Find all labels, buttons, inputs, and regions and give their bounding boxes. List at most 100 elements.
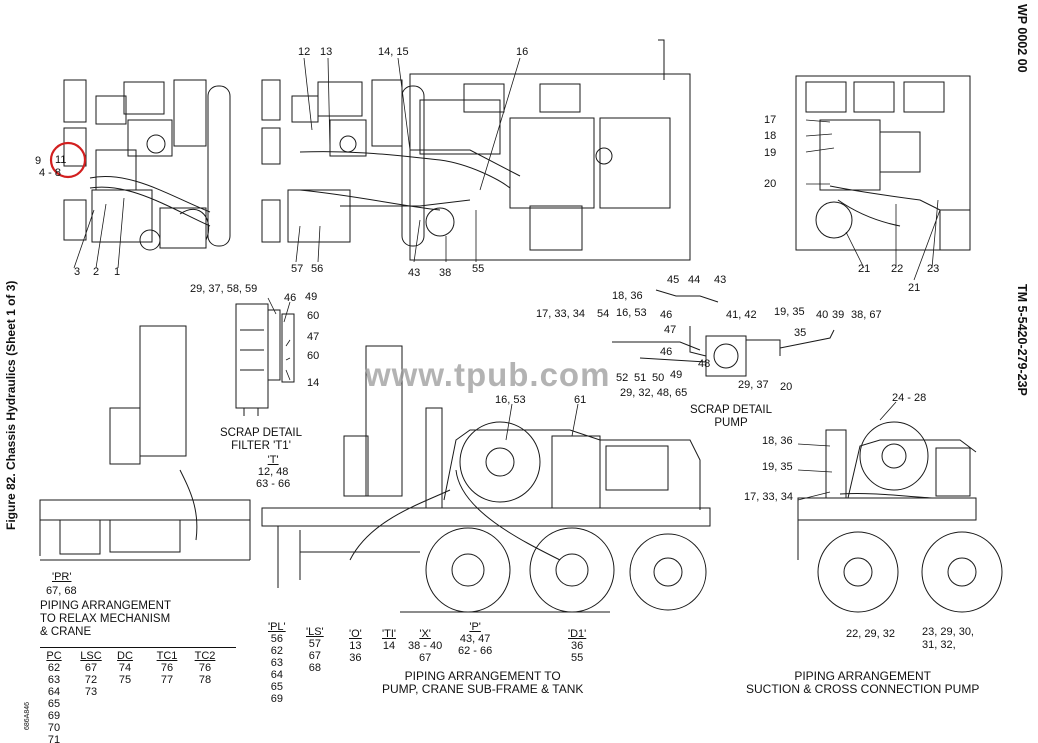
callout-21: 21 bbox=[858, 263, 871, 275]
callout-45: 45 bbox=[667, 274, 680, 286]
code-value: 36 bbox=[571, 640, 584, 652]
callout-20b: 20 bbox=[780, 381, 793, 393]
ref-line: 23, 29, 30, bbox=[922, 626, 974, 638]
relax-caption: PIPING ARRANGEMENT TO RELAX MECHANISM & … bbox=[40, 600, 171, 639]
code-value: 43, 47 bbox=[459, 633, 491, 645]
col-value: 73 bbox=[84, 686, 98, 698]
code-header: 'O' bbox=[349, 628, 362, 640]
callout-48: 48 bbox=[698, 358, 711, 370]
caption-line: FILTER 'T1' bbox=[231, 440, 291, 452]
col-value: 64 bbox=[47, 686, 61, 698]
ref-line: 31, 32, bbox=[922, 639, 956, 651]
code-value: 62 bbox=[270, 645, 283, 657]
callout-17: 17 bbox=[764, 114, 777, 126]
callout-46: 46 bbox=[284, 292, 297, 304]
callout-17-33-34b: 17, 33, 34 bbox=[744, 491, 793, 503]
caption-line: PIPING ARRANGEMENT bbox=[794, 669, 932, 683]
col-value: 65 bbox=[47, 698, 61, 710]
callout-29-37-58-59: 29, 37, 58, 59 bbox=[190, 283, 258, 295]
callout-47b: 47 bbox=[664, 324, 677, 336]
code-value: 55 bbox=[571, 652, 584, 664]
callout-3: 3 bbox=[74, 266, 81, 278]
highlight-circle bbox=[49, 141, 87, 179]
scrap-pump-caption: SCRAP DETAIL PUMP bbox=[690, 404, 772, 430]
filter-ref: 63 - 66 bbox=[256, 478, 291, 490]
code-value: 56 bbox=[270, 633, 283, 645]
callout-21b: 21 bbox=[908, 282, 921, 294]
col-value: 74 bbox=[118, 662, 132, 674]
code-value: 36 bbox=[349, 652, 362, 664]
callout-35: 35 bbox=[794, 327, 807, 339]
relax-col-dc: DC 74 75 bbox=[114, 650, 136, 686]
callout-14-15: 14, 15 bbox=[378, 46, 409, 58]
col-value: 67 bbox=[84, 662, 98, 674]
callout-18-36: 18, 36 bbox=[612, 290, 643, 302]
relax-col-lsc: LSC 67 72 73 bbox=[76, 650, 106, 698]
callout-16-53b: 16, 53 bbox=[495, 394, 526, 406]
callout-52: 52 bbox=[616, 372, 629, 384]
scrap-filter-caption: SCRAP DETAIL FILTER 'T1' bbox=[220, 427, 302, 453]
callout-24-28: 24 - 28 bbox=[892, 392, 927, 404]
pump-crane-view bbox=[261, 345, 711, 613]
caption-line: PIPING ARRANGEMENT bbox=[40, 600, 171, 612]
callout-51: 51 bbox=[634, 372, 647, 384]
caption-line: SCRAP DETAIL bbox=[220, 427, 303, 439]
col-header: TC2 bbox=[194, 650, 216, 662]
col-value: 70 bbox=[47, 722, 61, 734]
top-right-view bbox=[795, 75, 971, 251]
code-header: 'P' bbox=[469, 621, 481, 633]
code-value: 67 bbox=[308, 650, 321, 662]
code-ls: 'LS' 57 67 68 bbox=[306, 626, 324, 674]
callout-41-42: 41, 42 bbox=[726, 309, 757, 321]
callout-12: 12 bbox=[298, 46, 311, 58]
pump-crane-caption: PIPING ARRANGEMENT TO PUMP, CRANE SUB-FR… bbox=[382, 670, 583, 696]
figure-title: Figure 82. Chassis Hydraulics (Sheet 1 o… bbox=[4, 280, 18, 530]
callout-29-32-48-65: 29, 32, 48, 65 bbox=[620, 387, 688, 399]
callout-46b: 46 bbox=[660, 309, 673, 321]
work-package-label: WP 0002 00 bbox=[1015, 4, 1029, 73]
caption-line: TO RELAX MECHANISM bbox=[40, 613, 171, 625]
callout-43b: 43 bbox=[714, 274, 727, 286]
col-value: 77 bbox=[160, 674, 174, 686]
code-value: 14 bbox=[382, 640, 396, 652]
callout-60: 60 bbox=[307, 310, 320, 322]
filter-code: 'T' bbox=[267, 454, 279, 466]
callout-20: 20 bbox=[764, 178, 777, 190]
top-left-view bbox=[63, 79, 231, 251]
callout-23: 23 bbox=[927, 263, 940, 275]
col-value: 76 bbox=[198, 662, 212, 674]
scrap-pump-drawing bbox=[612, 289, 835, 377]
code-value: 64 bbox=[270, 669, 283, 681]
scrap-filter-drawing bbox=[235, 303, 295, 416]
callout-13: 13 bbox=[320, 46, 333, 58]
code-ti: 'TI' 14 bbox=[382, 628, 396, 652]
col-value: 72 bbox=[84, 674, 98, 686]
callout-2: 2 bbox=[93, 266, 100, 278]
caption-line: & CRANE bbox=[40, 626, 92, 638]
code-header: 'D1' bbox=[568, 628, 587, 640]
callout-50: 50 bbox=[652, 372, 665, 384]
code-header: 'PL' bbox=[268, 621, 286, 633]
callout-38-67: 38, 67 bbox=[851, 309, 882, 321]
leader-lines bbox=[73, 57, 941, 501]
callout-49: 49 bbox=[305, 291, 318, 303]
code-value: 62 - 66 bbox=[458, 645, 493, 657]
callout-60b: 60 bbox=[307, 350, 320, 362]
code-value: 69 bbox=[270, 693, 283, 705]
callout-29-37: 29, 37 bbox=[738, 379, 769, 391]
code-value: 57 bbox=[308, 638, 321, 650]
col-value: 75 bbox=[118, 674, 132, 686]
code-value: 67 bbox=[419, 652, 432, 664]
top-middle-view bbox=[261, 39, 691, 261]
callout-14: 14 bbox=[307, 377, 320, 389]
callout-57: 57 bbox=[291, 263, 304, 275]
code-value: 13 bbox=[349, 640, 362, 652]
caption-line: SCRAP DETAIL bbox=[690, 404, 773, 416]
callout-4-8: 4 - 8 bbox=[39, 167, 62, 179]
code-value: 68 bbox=[308, 662, 321, 674]
col-header: LSC bbox=[80, 650, 102, 662]
caption-line: PUMP, CRANE SUB-FRAME & TANK bbox=[382, 682, 584, 696]
callout-43: 43 bbox=[408, 267, 421, 279]
